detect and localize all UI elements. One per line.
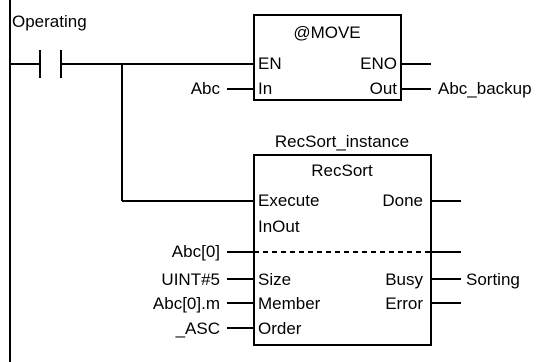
sort-arg-order: _ASC bbox=[175, 319, 220, 338]
sort-pin-busy: Busy bbox=[385, 270, 423, 289]
sort-arg-inout: Abc[0] bbox=[172, 242, 220, 261]
contact-label: Operating bbox=[12, 12, 87, 31]
sort-pin-member: Member bbox=[258, 294, 321, 313]
move-pin-en: EN bbox=[258, 54, 282, 73]
move-pin-in: In bbox=[258, 79, 272, 98]
sort-pin-size: Size bbox=[258, 270, 291, 289]
sort-pin-execute: Execute bbox=[258, 191, 319, 210]
sort-arg-member: Abc[0].m bbox=[153, 294, 220, 313]
move-output-arg: Abc_backup bbox=[438, 79, 532, 98]
sort-section-inout: InOut bbox=[258, 217, 300, 236]
sort-instance-name: RecSort_instance bbox=[275, 132, 409, 151]
move-block bbox=[253, 14, 402, 101]
sort-arg-size: UINT#5 bbox=[161, 270, 220, 289]
sort-pin-error: Error bbox=[385, 294, 423, 313]
sort-block bbox=[253, 154, 432, 346]
move-block-title: @MOVE bbox=[293, 23, 360, 42]
move-input-arg: Abc bbox=[191, 79, 221, 98]
sort-block-title: RecSort bbox=[311, 161, 373, 180]
sort-out-busy: Sorting bbox=[466, 270, 520, 289]
move-pin-eno: ENO bbox=[360, 54, 397, 73]
move-pin-out: Out bbox=[370, 79, 398, 98]
sort-pin-order: Order bbox=[258, 319, 302, 338]
sort-pin-done: Done bbox=[382, 191, 423, 210]
